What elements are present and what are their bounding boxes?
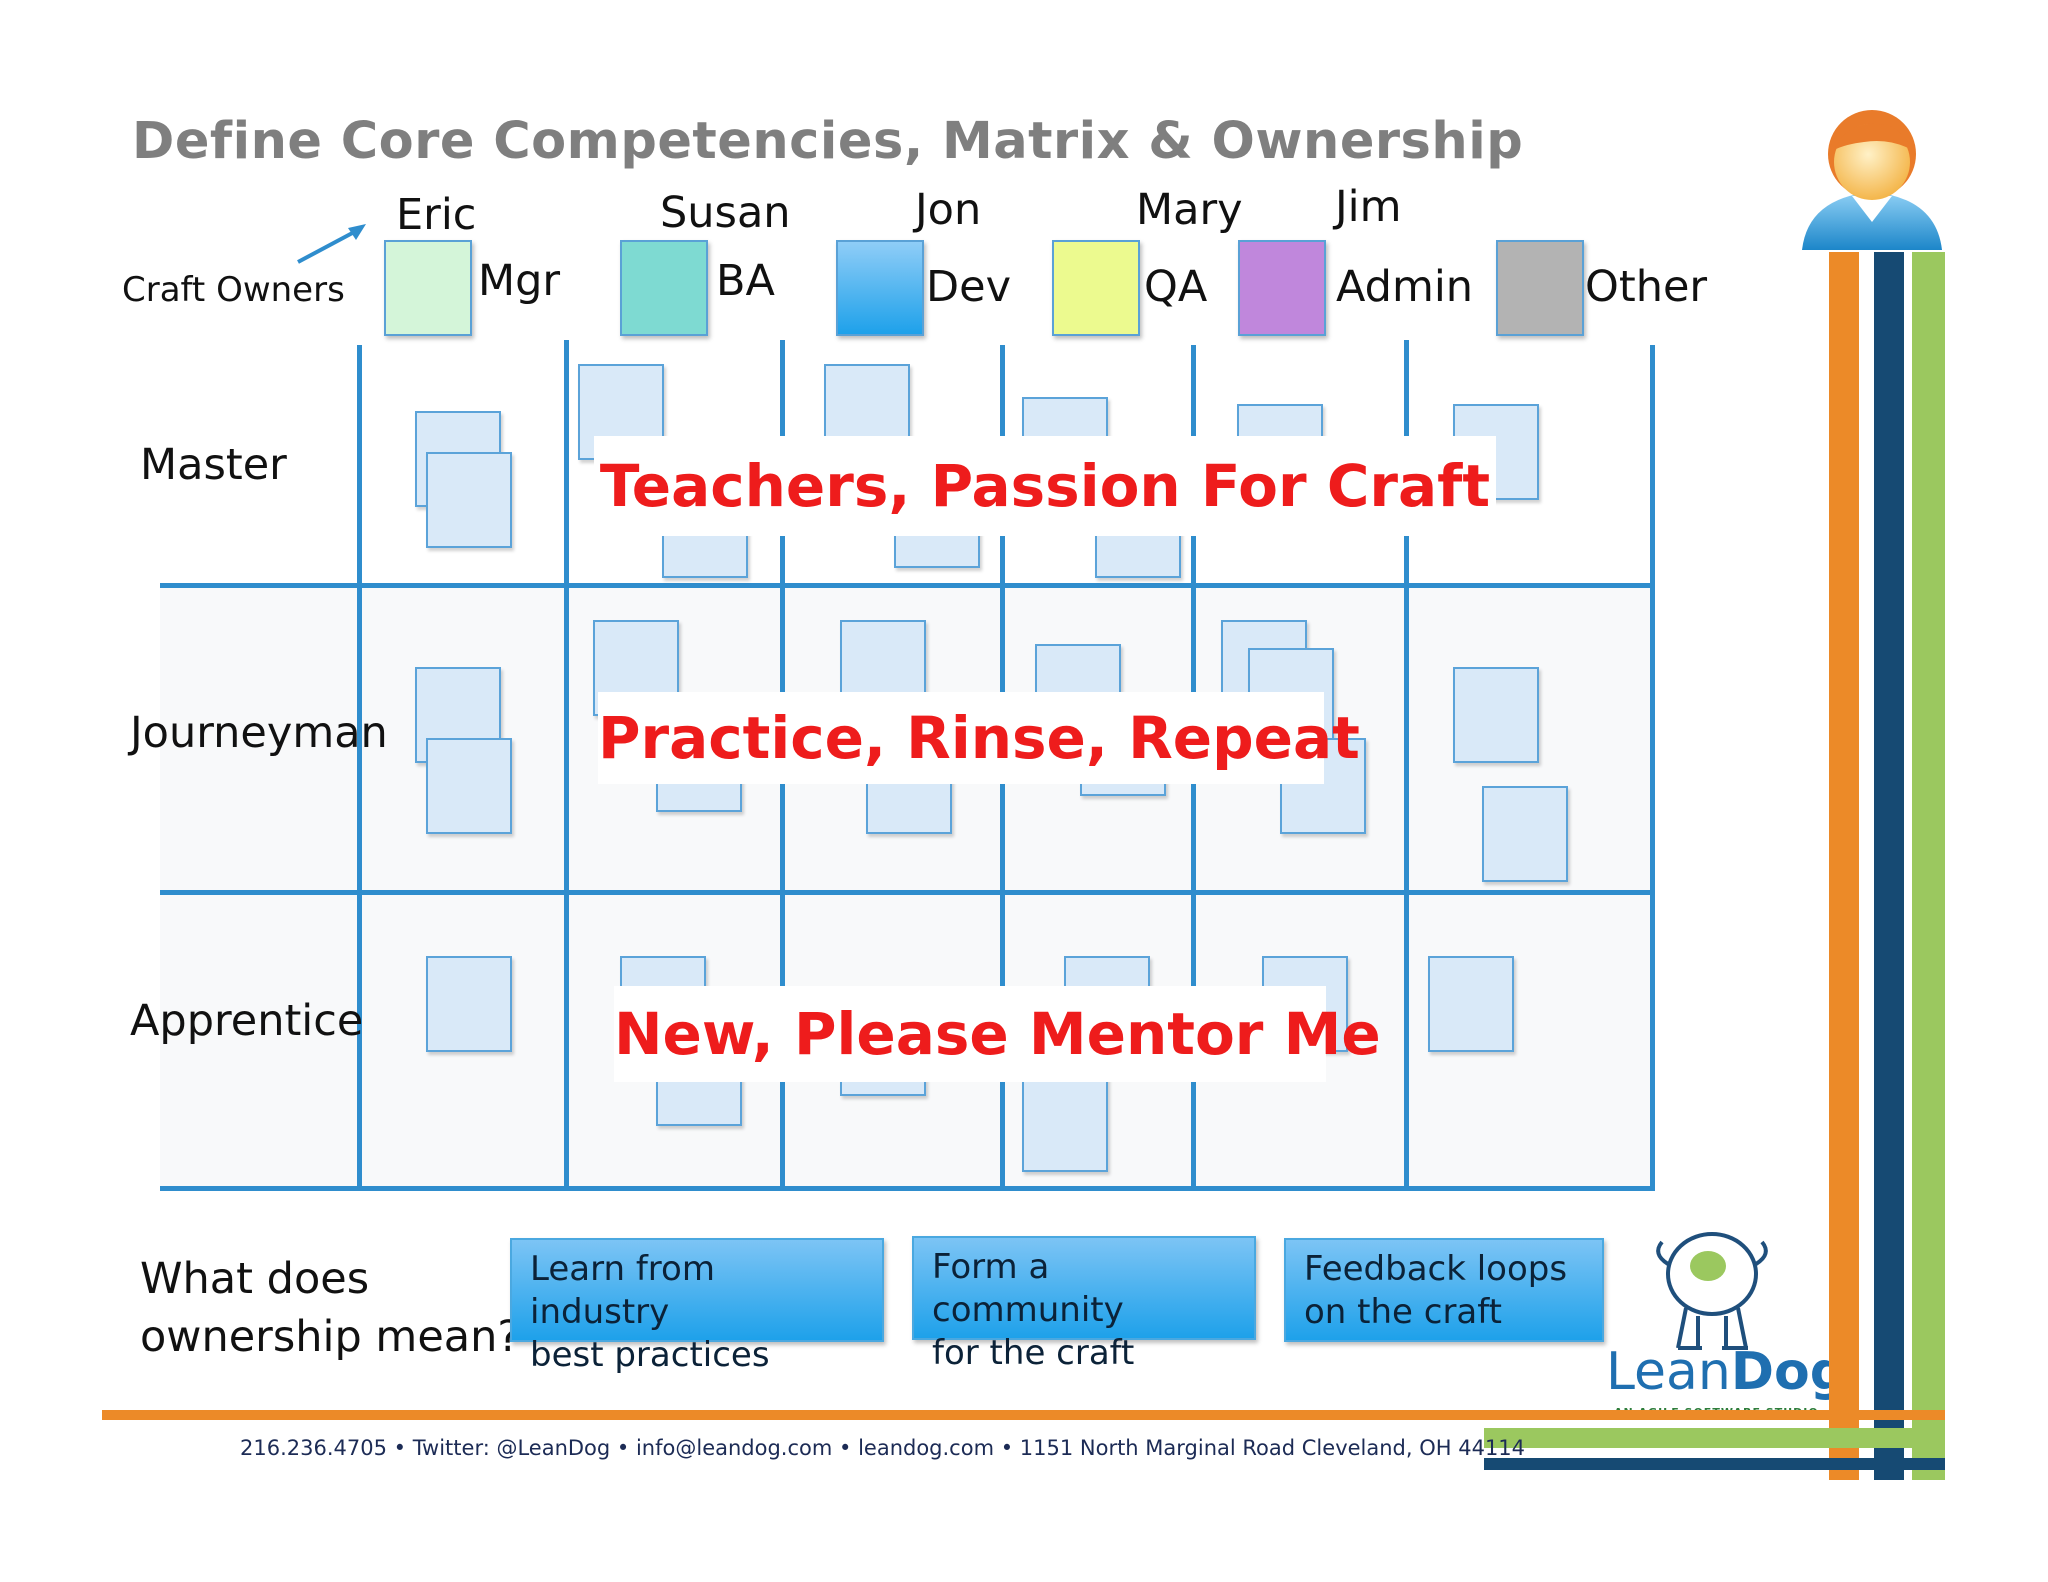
ownership-question: What does ownership mean?: [140, 1250, 520, 1366]
decor-bar-orange: [1829, 252, 1859, 1480]
swatch-admin: [1238, 240, 1326, 336]
skill-card: [426, 452, 512, 548]
grid-line: [160, 1186, 1655, 1191]
level-label-journeyman: Journeyman: [130, 708, 388, 758]
skill-card: [426, 956, 512, 1052]
role-label-admin: Admin: [1336, 262, 1474, 312]
swatch-ba: [620, 240, 708, 336]
ownership-item-community: Form a community for the craft: [912, 1236, 1256, 1373]
logo-wordmark: LeanDog: [1606, 1342, 1847, 1402]
role-label-ba: BA: [716, 256, 775, 306]
ownership-item-line2: best practices: [530, 1335, 770, 1375]
grid-line: [160, 890, 1655, 895]
footer-contact: 216.236.4705 • Twitter: @LeanDog • info@…: [240, 1436, 1526, 1460]
skill-card: [1453, 667, 1539, 763]
swatch-mgr: [384, 240, 472, 336]
logo-text-dog: Dog: [1730, 1342, 1847, 1402]
ownership-item-feedback: Feedback loops on the craft: [1284, 1238, 1604, 1342]
owner-name-eric: Eric: [396, 190, 477, 240]
swatch-qa: [1052, 240, 1140, 336]
swatch-dev: [836, 240, 924, 336]
grid-line: [1650, 345, 1655, 1190]
grid-line: [564, 340, 569, 1190]
skill-card: [1428, 956, 1514, 1052]
owner-name-jon: Jon: [915, 185, 982, 235]
grid-line: [1404, 340, 1409, 1190]
role-label-mgr: Mgr: [478, 256, 561, 306]
footer-stripe-green: [1484, 1428, 1945, 1448]
swatch-other: [1496, 240, 1584, 336]
footer-stripe-orange: [102, 1410, 1945, 1420]
bulldog-icon: [1656, 1232, 1768, 1350]
ownership-question-line2: ownership mean?: [140, 1312, 521, 1362]
craft-owners-label: Craft Owners: [122, 270, 345, 310]
ownership-item-line1: Form a community: [932, 1247, 1124, 1330]
ownership-item-best-practices: Learn from industry best practices: [510, 1238, 884, 1375]
footer-stripe-navy: [1484, 1458, 1945, 1470]
skill-card: [1482, 786, 1568, 882]
ownership-item-line2: for the craft: [932, 1333, 1135, 1373]
skill-card: [1022, 1076, 1108, 1172]
owner-name-susan: Susan: [660, 188, 791, 238]
banner-apprentice: New, Please Mentor Me: [614, 986, 1381, 1082]
level-label-master: Master: [140, 440, 287, 490]
decor-bar-navy: [1874, 252, 1904, 1480]
grid-line: [160, 583, 1655, 588]
logo-text-lean: Lean: [1606, 1342, 1731, 1402]
skill-card: [426, 738, 512, 834]
role-label-qa: QA: [1144, 262, 1208, 312]
banner-journeyman: Practice, Rinse, Repeat: [598, 692, 1360, 784]
role-label-other: Other: [1585, 262, 1708, 312]
ownership-item-line1: Learn from industry: [530, 1249, 715, 1332]
role-label-dev: Dev: [926, 262, 1012, 312]
ownership-item-line2: on the craft: [1304, 1292, 1502, 1332]
grid-line: [357, 345, 362, 1190]
owner-name-mary: Mary: [1136, 185, 1243, 235]
decor-bar-green: [1912, 252, 1945, 1480]
ownership-item-line1: Feedback loops: [1304, 1249, 1568, 1289]
owner-name-jim: Jim: [1335, 182, 1402, 232]
ownership-question-line1: What does: [140, 1254, 370, 1304]
leandog-logo: LeanDog AN AGILE SOFTWARE STUDIO: [1606, 1224, 1847, 1419]
person-avatar-icon: [1802, 110, 1942, 250]
slide-title: Define Core Competencies, Matrix & Owner…: [132, 112, 1524, 171]
banner-master: Teachers, Passion For Craft: [594, 436, 1496, 536]
arrow-icon: [297, 224, 366, 264]
level-label-apprentice: Apprentice: [130, 996, 364, 1046]
